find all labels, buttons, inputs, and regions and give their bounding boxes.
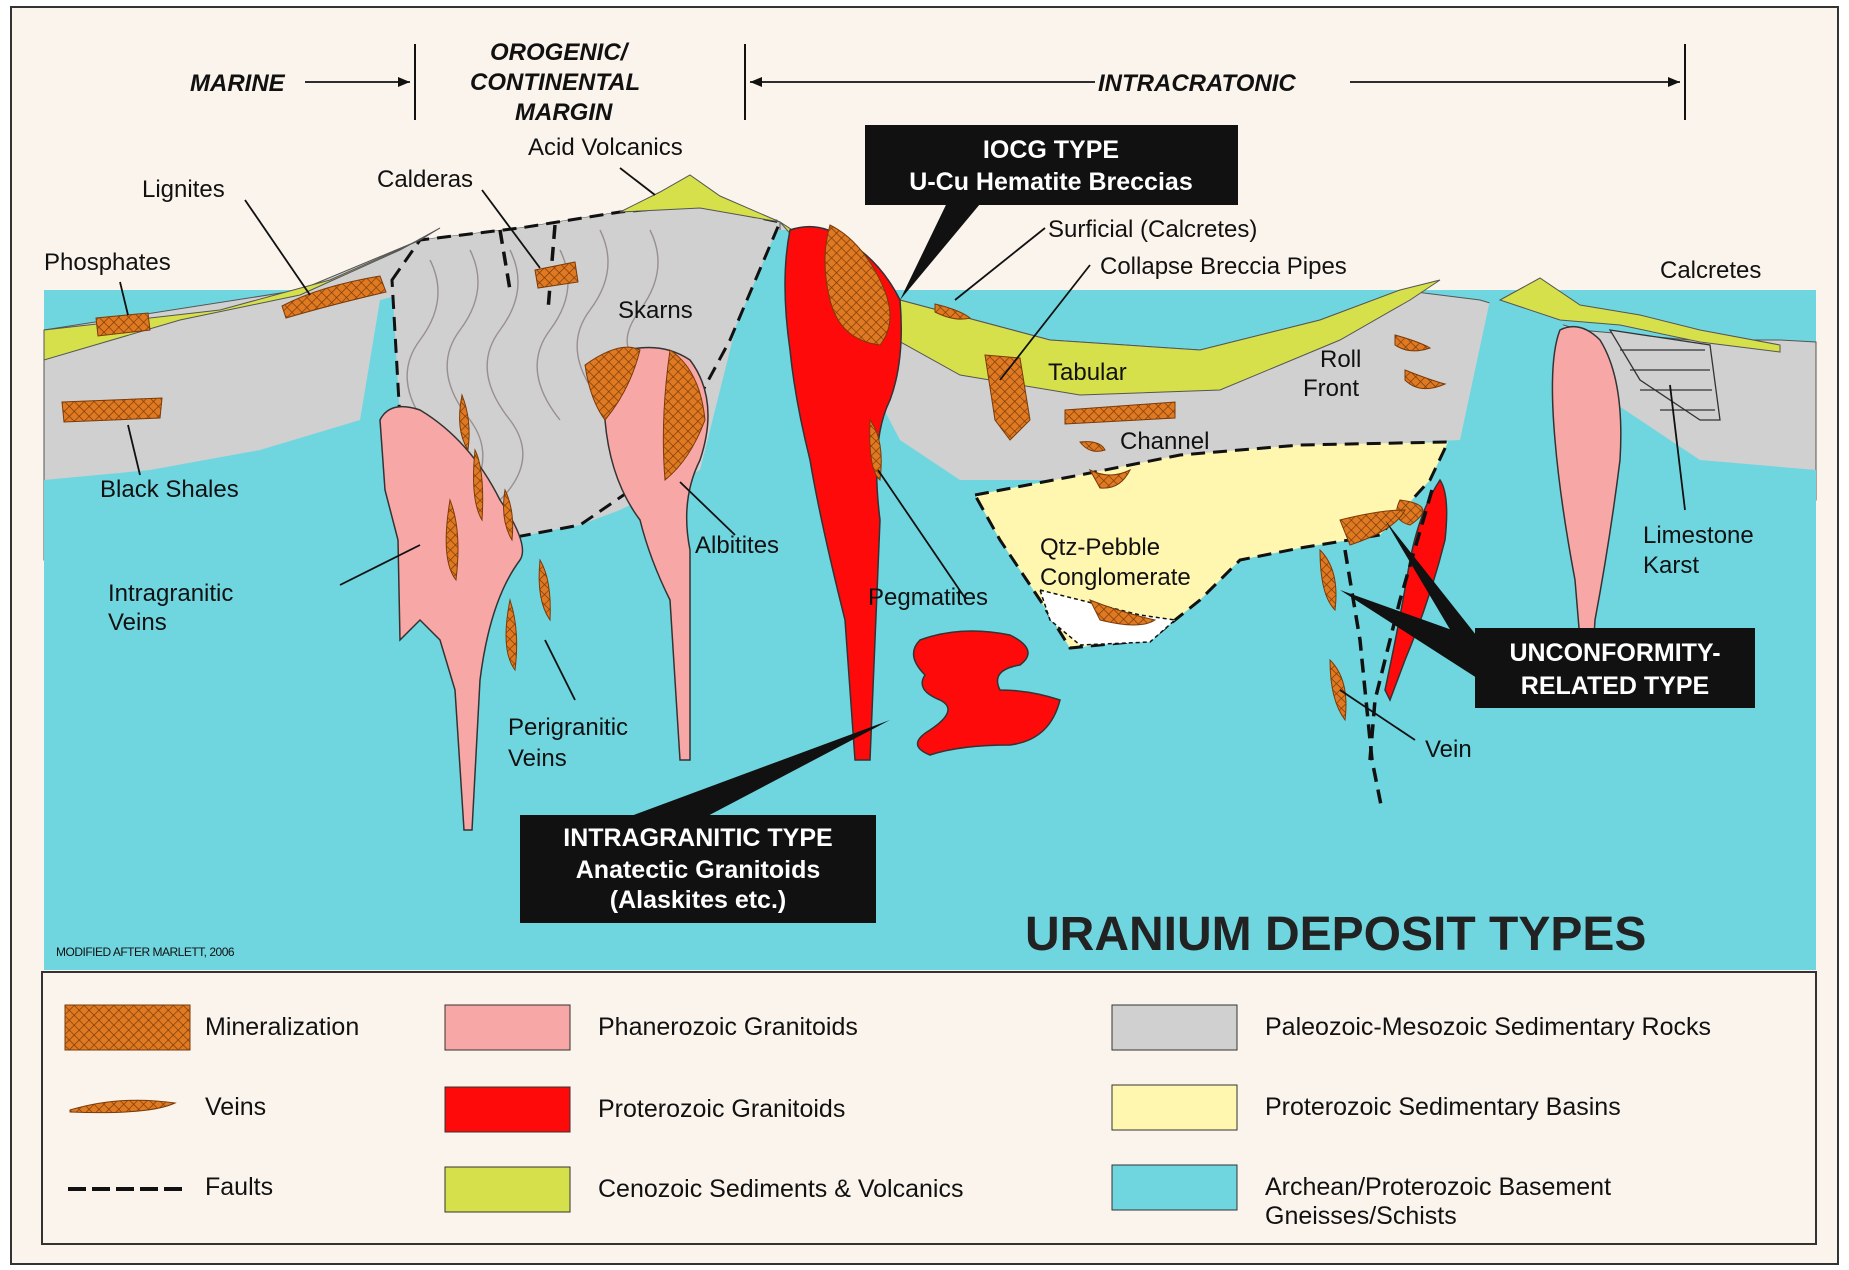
label-perigranitic-2: Veins bbox=[508, 745, 567, 772]
legend-label-phanerozoic: Phanerozoic Granitoids bbox=[598, 1013, 858, 1041]
label-albitites: Albitites bbox=[695, 532, 779, 559]
header-orogenic-1: OROGENIC/ bbox=[490, 39, 630, 66]
legend-label-paleozoic: Paleozoic-Mesozoic Sedimentary Rocks bbox=[1265, 1013, 1711, 1041]
legend-swatch-mineralization bbox=[65, 1005, 190, 1050]
label-qtz-2: Conglomerate bbox=[1040, 564, 1191, 591]
callout-unconformity-title: UNCONFORMITY- bbox=[1509, 639, 1720, 667]
legend-label-mineralization: Mineralization bbox=[205, 1013, 359, 1041]
label-limestone-2: Karst bbox=[1643, 552, 1699, 579]
legend-label-basement-2: Gneisses/Schists bbox=[1265, 1202, 1457, 1230]
label-intragranitic-veins-2: Veins bbox=[108, 609, 167, 636]
header-orogenic-3: MARGIN bbox=[515, 99, 613, 126]
label-skarns: Skarns bbox=[618, 297, 693, 324]
label-tabular: Tabular bbox=[1048, 359, 1127, 386]
header-marine: MARINE bbox=[190, 70, 286, 97]
label-roll-front-2: Front bbox=[1303, 375, 1359, 402]
label-calcretes: Calcretes bbox=[1660, 257, 1761, 284]
label-intragranitic-veins-1: Intragranitic bbox=[108, 580, 233, 607]
legend-swatch-proterozoic-basins bbox=[1112, 1085, 1237, 1130]
legend-label-cenozoic: Cenozoic Sediments & Volcanics bbox=[598, 1175, 963, 1203]
label-lignites: Lignites bbox=[142, 176, 225, 203]
label-vein: Vein bbox=[1425, 736, 1472, 763]
diagram-title: URANIUM DEPOSIT TYPES bbox=[1025, 908, 1646, 961]
callout-iocg-subtitle: U-Cu Hematite Breccias bbox=[909, 168, 1192, 196]
label-collapse-breccia: Collapse Breccia Pipes bbox=[1100, 253, 1347, 280]
label-acid-volcanics: Acid Volcanics bbox=[528, 134, 683, 161]
credit-text: MODIFIED AFTER MARLETT, 2006 bbox=[56, 945, 235, 959]
label-limestone-1: Limestone bbox=[1643, 522, 1754, 549]
legend-swatch-paleozoic bbox=[1112, 1005, 1237, 1050]
legend-swatch-phanerozoic bbox=[445, 1005, 570, 1050]
legend-swatch-cenozoic bbox=[445, 1167, 570, 1212]
tectonic-settings-header: MARINE OROGENIC/ CONTINENTAL MARGIN INTR… bbox=[190, 39, 1685, 126]
legend-swatch-proterozoic-granitoids bbox=[445, 1087, 570, 1132]
callout-intragranitic-line3: (Alaskites etc.) bbox=[610, 886, 786, 914]
label-roll-front-1: Roll bbox=[1320, 346, 1361, 373]
label-phosphates: Phosphates bbox=[44, 249, 171, 276]
label-pegmatites: Pegmatites bbox=[868, 584, 988, 611]
header-intracratonic: INTRACRATONIC bbox=[1098, 70, 1296, 97]
legend-swatch-basement bbox=[1112, 1165, 1237, 1210]
label-surficial: Surficial (Calcretes) bbox=[1048, 216, 1257, 243]
header-orogenic-2: CONTINENTAL bbox=[470, 69, 640, 96]
legend: Mineralization Veins Faults Phanerozoic … bbox=[42, 972, 1816, 1244]
legend-label-proterozoic-basins: Proterozoic Sedimentary Basins bbox=[1265, 1093, 1621, 1121]
legend-label-faults: Faults bbox=[205, 1173, 273, 1201]
label-black-shales: Black Shales bbox=[100, 476, 239, 503]
callout-iocg-title: IOCG TYPE bbox=[983, 136, 1119, 164]
label-qtz-1: Qtz-Pebble bbox=[1040, 534, 1160, 561]
callout-intragranitic-title: INTRAGRANITIC TYPE bbox=[563, 824, 832, 852]
legend-label-veins: Veins bbox=[205, 1093, 266, 1121]
label-perigranitic-1: Perigranitic bbox=[508, 714, 628, 741]
label-channel: Channel bbox=[1120, 428, 1209, 455]
label-calderas: Calderas bbox=[377, 166, 473, 193]
legend-label-basement: Archean/Proterozoic Basement bbox=[1265, 1173, 1611, 1201]
callout-intragranitic-line2: Anatectic Granitoids bbox=[576, 856, 821, 884]
callout-unconformity-subtitle: RELATED TYPE bbox=[1521, 672, 1709, 700]
legend-label-proterozoic-granitoids: Proterozoic Granitoids bbox=[598, 1095, 845, 1123]
